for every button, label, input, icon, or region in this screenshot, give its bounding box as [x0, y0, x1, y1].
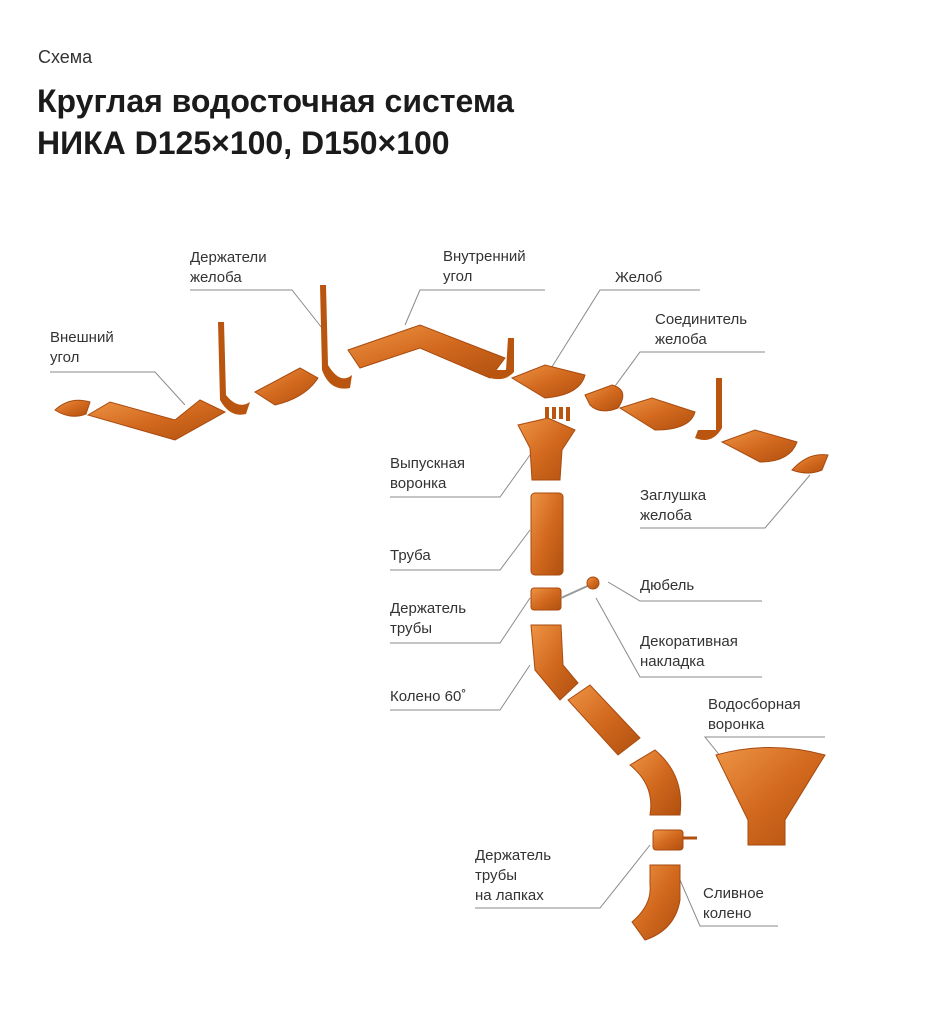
label-pipe: Труба	[390, 547, 431, 564]
pipe	[530, 492, 564, 576]
elbow-60	[530, 624, 579, 701]
dowel-rod	[560, 583, 593, 599]
kicker-label: Схема	[38, 47, 93, 67]
label-dowel: Дюбель	[640, 577, 695, 594]
gutter-section-3	[618, 397, 696, 431]
gutter-holder-2	[320, 285, 352, 389]
page-title: Круглая водосточная система НИКА D125×10…	[37, 80, 514, 164]
decorative-cover	[586, 576, 600, 590]
gutter-section-2	[510, 364, 586, 399]
gutter-section-1	[254, 367, 319, 406]
gutter-parts	[54, 285, 829, 474]
label-gutter: Желоб	[615, 269, 663, 286]
gutter-holder-4	[695, 378, 722, 441]
outlet-funnel	[517, 417, 576, 481]
collector-funnel	[715, 747, 826, 846]
outer-corner	[86, 399, 227, 441]
pipe-holder-on-legs	[652, 829, 684, 851]
gutter-connector	[584, 384, 624, 412]
gutter-end-cap-right	[791, 454, 829, 474]
drain-elbow	[631, 864, 681, 941]
downpipe-parts	[517, 407, 826, 941]
elbow-lower	[629, 749, 682, 816]
title-line-2: НИКА D125×100, D150×100	[37, 125, 450, 161]
gutter-end-cap-left	[54, 399, 91, 417]
pipe-section-angled	[567, 684, 641, 756]
inner-corner	[347, 324, 506, 379]
leader-lines	[50, 289, 825, 927]
pipe-holder	[530, 587, 562, 611]
outlet-funnel-teeth	[545, 407, 570, 421]
gutter-holder-3	[486, 338, 514, 380]
gutter-holder-1	[218, 322, 250, 415]
gutter-section-4	[720, 429, 798, 463]
title-line-1: Круглая водосточная система	[37, 83, 514, 119]
label-elbow-60: Колено 60˚	[390, 688, 467, 705]
